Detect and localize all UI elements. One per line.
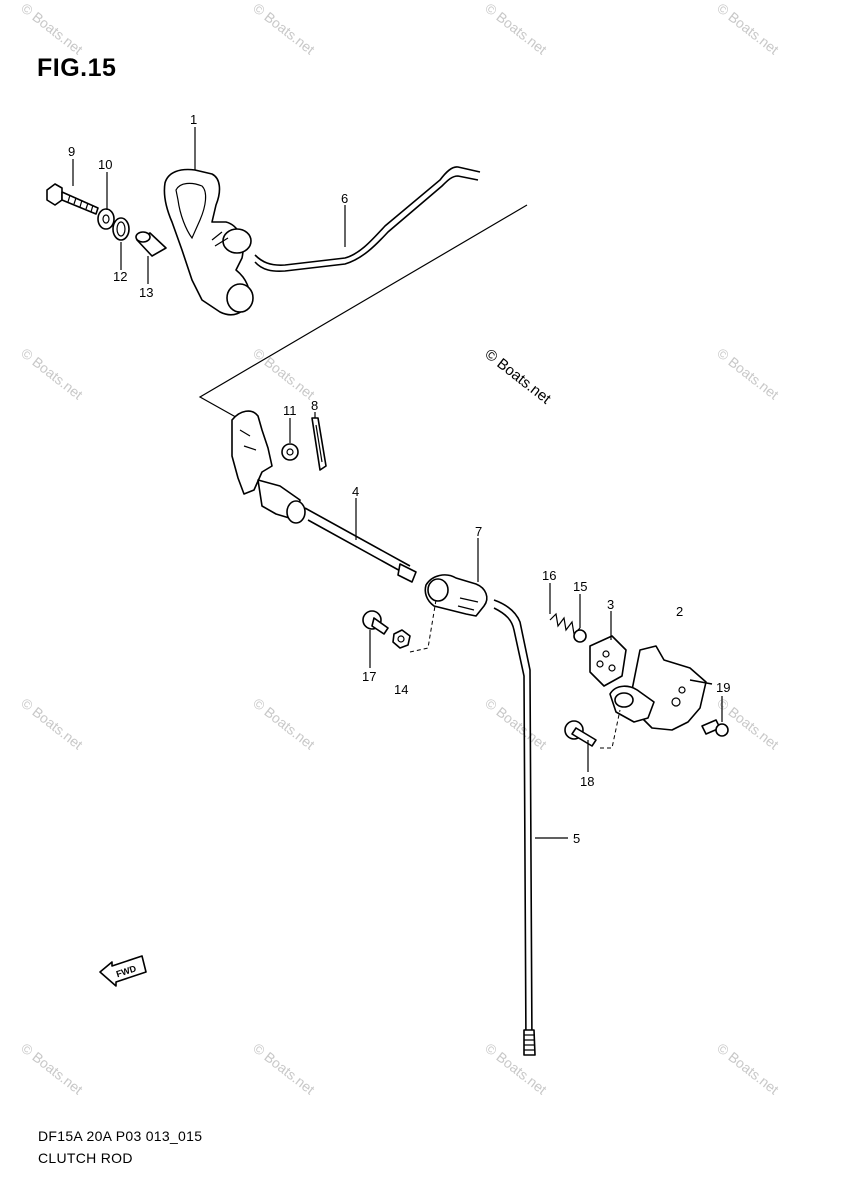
watermark: © Boats.net [250, 1040, 318, 1098]
dashed-connector [409, 599, 437, 653]
watermark: © Boats.net [250, 345, 318, 403]
assembly-line [198, 204, 528, 426]
callout-6[interactable]: 6 [341, 191, 348, 206]
callout-12[interactable]: 12 [113, 269, 127, 284]
figure-code: DF15A 20A P03 013_015 [38, 1128, 203, 1144]
callout-11[interactable]: 11 [283, 403, 297, 418]
callouts: 1 2 3 4 5 6 7 8 9 10 11 12 13 14 15 16 1… [68, 112, 730, 846]
part-4-shaft[interactable] [231, 410, 417, 583]
watermark: © Boats.net [18, 345, 86, 403]
callout-16[interactable]: 16 [542, 568, 556, 583]
callout-15[interactable]: 15 [573, 579, 587, 594]
callout-14[interactable]: 14 [394, 682, 408, 697]
callout-9[interactable]: 9 [68, 144, 75, 159]
part-11-washer[interactable] [281, 443, 299, 461]
dashed-connector [600, 709, 621, 749]
callout-2[interactable]: 2 [676, 604, 683, 619]
watermark: © Boats.net [18, 0, 86, 58]
watermark-group: © Boats.net © Boats.net © Boats.net © Bo… [18, 0, 782, 1098]
callout-10[interactable]: 10 [98, 157, 112, 172]
part-3-plate[interactable] [589, 635, 627, 687]
part-2-lever[interactable] [609, 645, 713, 731]
part-17-bolt[interactable] [362, 610, 389, 635]
callout-4[interactable]: 4 [352, 484, 359, 499]
watermark: © Boats.net [714, 345, 782, 403]
callout-8[interactable]: 8 [311, 398, 318, 413]
callout-13[interactable]: 13 [139, 285, 153, 300]
leader-lines [72, 127, 723, 839]
callout-18[interactable]: 18 [580, 774, 594, 789]
part-5-rod[interactable] [493, 599, 536, 1056]
part-10-washer[interactable] [97, 208, 115, 230]
watermark: © Boats.net [18, 1040, 86, 1098]
watermark: © Boats.net [250, 0, 318, 58]
part-1-clutch-lever[interactable] [163, 168, 254, 316]
watermark: © Boats.net [482, 1040, 550, 1098]
callout-19[interactable]: 19 [716, 680, 730, 695]
watermark-center: © Boats.net [482, 346, 555, 408]
figure-title: FIG.15 [37, 54, 117, 82]
callout-7[interactable]: 7 [475, 524, 482, 539]
callout-5[interactable]: 5 [573, 831, 580, 846]
part-15-ball[interactable] [573, 629, 587, 643]
part-8-cotter-pin[interactable] [311, 417, 327, 471]
watermark: © Boats.net [482, 0, 550, 58]
watermark: © Boats.net [714, 1040, 782, 1098]
callout-1[interactable]: 1 [190, 112, 197, 127]
part-13-collar[interactable] [135, 231, 167, 257]
watermark: © Boats.net [714, 0, 782, 58]
part-12-bushing[interactable] [112, 217, 130, 241]
part-18-bolt[interactable] [564, 720, 597, 747]
part-16-spring[interactable] [549, 612, 581, 636]
figure-name: CLUTCH ROD [38, 1150, 133, 1166]
watermark: © Boats.net [250, 695, 318, 753]
watermark: © Boats.net [18, 695, 86, 753]
part-14-nut[interactable] [392, 629, 411, 649]
part-7-joint[interactable] [424, 574, 488, 617]
part-9-bolt[interactable] [46, 183, 99, 215]
callout-17[interactable]: 17 [362, 669, 376, 684]
part-6-rod[interactable] [254, 166, 481, 273]
part-19-screw[interactable] [701, 719, 729, 737]
fwd-arrow-icon: FWD [99, 955, 147, 987]
watermark: © Boats.net [482, 695, 550, 753]
callout-3[interactable]: 3 [607, 597, 614, 612]
